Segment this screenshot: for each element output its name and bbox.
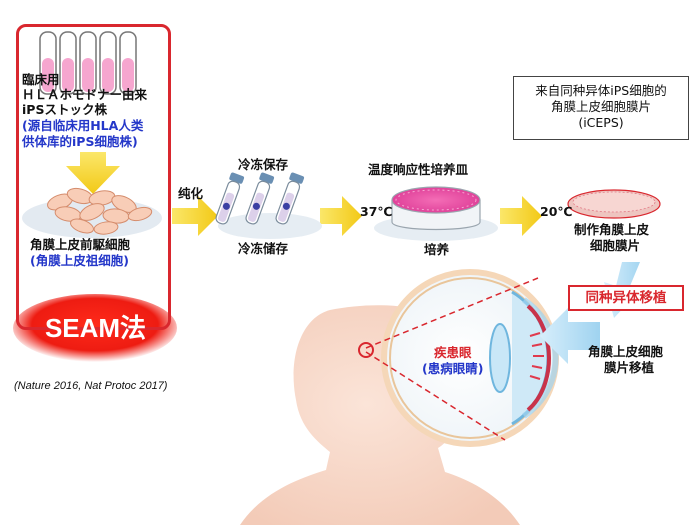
culture-dish-icon [374,186,498,241]
sheet-transplant-label-2: 膜片移植 [604,360,655,375]
flow-arrow-icon [500,196,542,236]
iceps-line-1: 来自同种异体iPS细胞的 [535,83,667,98]
ips-label-ja-1: 臨床用 [22,72,60,87]
test-tube-rack-icon [39,31,137,95]
citation: (Nature 2016, Nat Protoc 2017) [14,380,168,392]
sheet-label-2: 细胞膜片 [590,238,641,253]
ips-label-ja-2: ＨＬＡホモドナー由来 [22,87,148,102]
purify-label: 纯化 [178,186,204,201]
flow-arrow-icon [172,196,218,236]
temp-20: 20℃ [540,204,573,219]
seam-method-label: SEAM法 [44,313,147,343]
seam-panel-frame [16,24,171,330]
temp-37: 37℃ [360,204,393,219]
dish-label: 温度响应性培养皿 [368,162,469,177]
cryovial-icon [215,172,322,239]
iceps-line-3: (iCEPS) [578,115,624,130]
diseased-eye-label: 疾患眼 (患病眼睛) [422,345,483,377]
diseased-eye-cn: (患病眼睛) [422,361,484,376]
ips-label-ja-3: iPSストック株 [22,102,107,117]
down-arrow-icon [66,152,120,194]
freeze-label-top: 冷冻保存 [238,157,289,172]
sheet-label-1: 制作角膜上皮 [574,222,650,237]
iceps-box: 来自同种异体iPS细胞的 角膜上皮细胞膜片 (iCEPS) [513,76,689,140]
freeze-label-bottom: 冷冻储存 [238,241,289,256]
ips-label-cn-2: 供体库的iPS细胞株) [22,134,138,149]
sight-lines [358,277,539,441]
progenitor-label-ja: 角膜上皮前駆細胞 [30,237,131,252]
eye-diagram [381,269,559,447]
flow-arrow-icon [320,196,362,236]
progenitor-label-cn: (角膜上皮祖细胞) [30,253,129,268]
allogeneic-transplant-badge: 同种异体移植 [568,285,684,311]
culture-label: 培养 [424,242,450,257]
diseased-eye-ja: 疾患眼 [433,345,472,360]
sheet-transplant-label-1: 角膜上皮细胞 [588,344,664,359]
iceps-line-2: 角膜上皮细胞膜片 [550,99,651,114]
cell-cluster-icon [22,187,162,238]
ips-label-cn-1: (源自临床用HLA人类 [22,118,144,133]
cell-sheet-icon [567,189,661,219]
